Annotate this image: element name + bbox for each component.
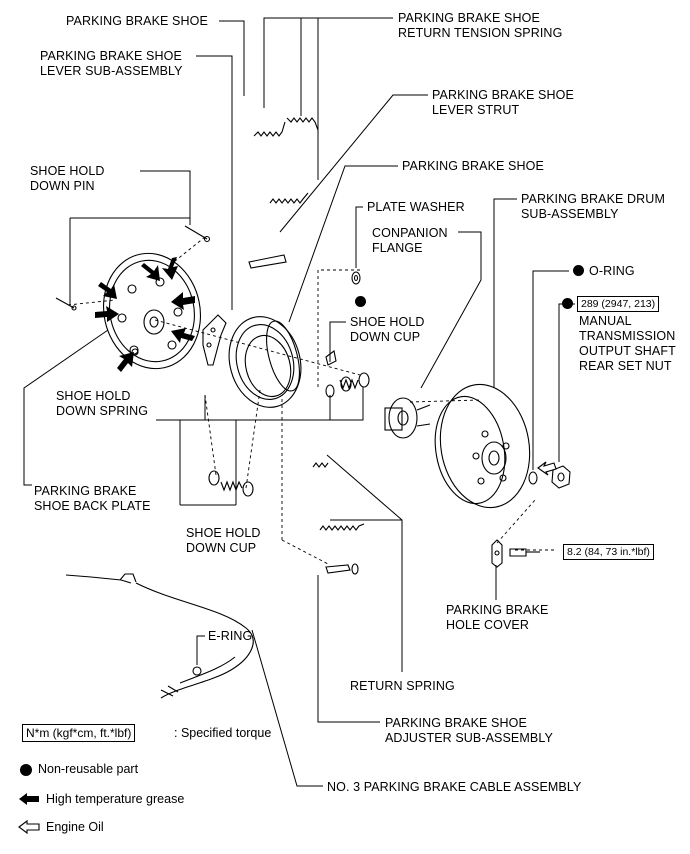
non-reusable-dot-nut — [562, 298, 573, 309]
lever — [202, 314, 227, 366]
plate-washer — [351, 271, 361, 285]
lever-strut — [248, 254, 287, 269]
grease-arrows — [95, 257, 195, 372]
leader-o-ring — [532, 270, 569, 470]
leader-adjuster — [317, 575, 380, 723]
hold-down-spring-lower — [220, 480, 243, 492]
tension-spring-1 — [253, 121, 286, 137]
label-return-spring: RETURN SPRING — [350, 679, 455, 693]
leader-shoe-mid — [288, 165, 398, 323]
torque-hole-cover-bolt: 8.2 (84, 73 in.*lbf) — [563, 544, 654, 560]
leader-set-nut — [558, 303, 575, 462]
leader-hold-down-spring — [156, 387, 364, 421]
outline-arrow-icon — [18, 820, 40, 834]
filled-circle-icon — [20, 764, 32, 776]
leader-e-ring — [196, 635, 205, 665]
companion-flange — [388, 397, 418, 439]
leader-back-plate — [23, 329, 109, 486]
leader-return-spring — [326, 454, 403, 672]
hole-cover — [491, 539, 503, 568]
adjuster — [325, 564, 351, 574]
legend-engine-oil: Engine Oil — [46, 820, 104, 834]
hold-down-cup-lower-2 — [242, 481, 254, 497]
non-reusable-dot-cup — [355, 296, 366, 307]
filled-arrow-icon — [19, 793, 39, 805]
return-spring-2 — [319, 523, 365, 531]
leader-hold-down-cup-upper — [329, 321, 346, 362]
legend-torque-box: N*m (kgf*cm, ft.*lbf) — [22, 724, 136, 742]
hold-down-cup-upper-2 — [358, 372, 370, 388]
hold-down-cup-upper-1 — [325, 384, 335, 398]
hold-down-pin-left — [55, 297, 75, 309]
tension-spring-2 — [286, 117, 319, 131]
back-plate — [102, 252, 202, 370]
leader-lever-sub-assembly — [196, 55, 233, 310]
leader-drum — [493, 198, 517, 388]
label-o-ring: O-RING — [589, 264, 635, 278]
leader-lever-strut — [279, 94, 428, 233]
label-cable-assembly: NO. 3 PARKING BRAKE CABLE ASSEMBLY — [327, 780, 582, 794]
set-nut — [551, 465, 571, 489]
leader-hold-down-pin — [140, 170, 191, 225]
label-plate-washer: PLATE WASHER — [367, 200, 465, 214]
label-e-ring: E-RING — [208, 629, 253, 643]
oil-arrow-marker — [537, 461, 557, 476]
leader-shoe-top — [219, 20, 245, 96]
clip — [325, 350, 337, 366]
brake-shoe-rear — [266, 320, 300, 392]
cable — [65, 573, 254, 699]
tension-spring-3 — [269, 192, 309, 204]
drum-outer — [439, 383, 531, 509]
label-parking-brake-shoe-top: PARKING BRAKE SHOE — [66, 14, 208, 28]
legend-high-temp-grease: High temperature grease — [46, 792, 185, 806]
leader-plate-washer — [355, 206, 363, 268]
legend-torque-text: : Specified torque — [174, 726, 272, 740]
leader-companion-flange — [420, 231, 482, 389]
hold-down-pin-top — [184, 225, 208, 240]
o-ring-part — [528, 471, 538, 485]
non-reusable-dot-o-ring — [573, 265, 584, 276]
brake-shoe-outer — [228, 316, 302, 408]
hold-down-spring-upper — [339, 378, 359, 390]
e-ring-part — [192, 666, 202, 676]
hole-cover-bolt — [509, 548, 527, 557]
leader-cable — [251, 629, 323, 787]
torque-rear-set-nut: 289 (2947, 213) — [577, 296, 660, 312]
hold-down-cup-lower-1 — [208, 470, 220, 486]
legend-non-reusable: Non-reusable part — [38, 762, 139, 776]
leader-return-tension-spring — [263, 17, 393, 108]
return-spring-1 — [312, 462, 329, 468]
label-parking-brake-shoe-mid: PARKING BRAKE SHOE — [402, 159, 544, 173]
